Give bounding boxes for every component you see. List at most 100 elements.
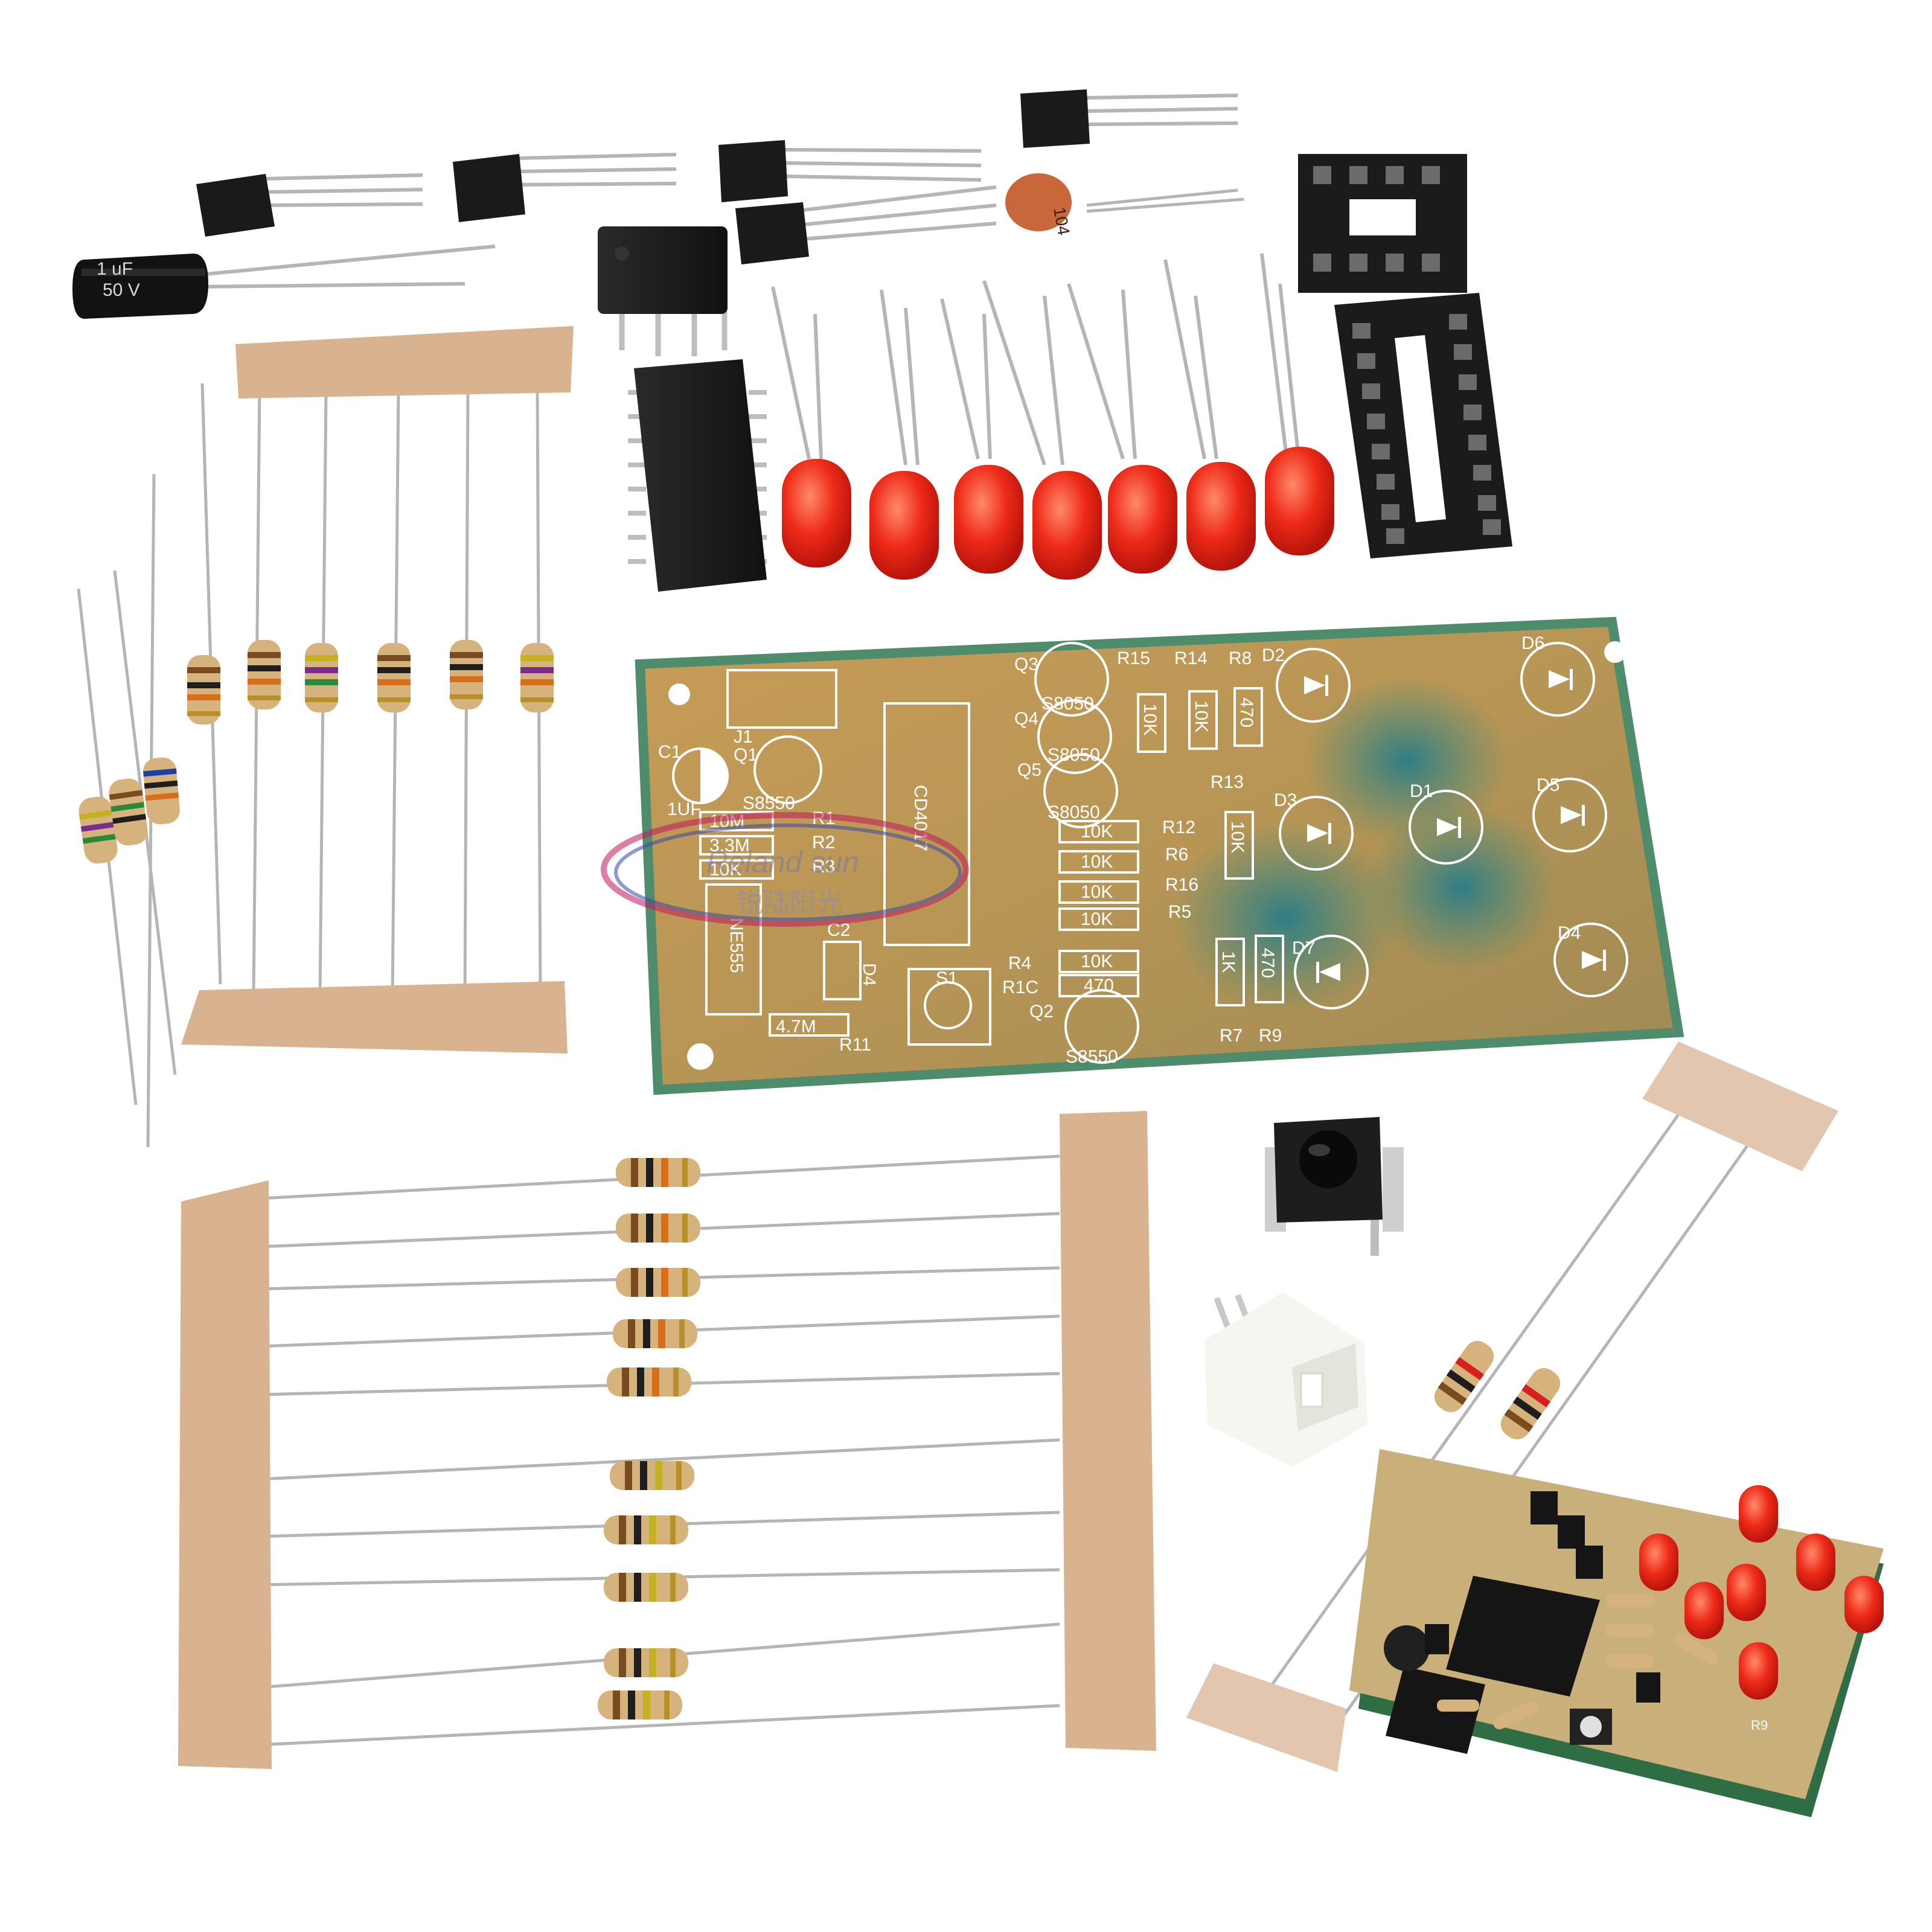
pcb-s1: S1 <box>936 968 958 988</box>
loose-resistors <box>77 473 180 1148</box>
pcb-470-c: 470 <box>1258 948 1278 978</box>
transistor-1 <box>196 173 423 237</box>
resistor-d2 <box>1500 1368 1561 1439</box>
led-2 <box>869 289 939 580</box>
resistor-strip-horizontal <box>178 1111 1156 1769</box>
ic-socket-16pin <box>1334 293 1512 558</box>
pcb-ne555: NE555 <box>726 918 746 973</box>
cd4017-chip <box>628 359 767 592</box>
pcb-1uf: 1UF <box>667 799 702 819</box>
pcb-10k-e: 10K <box>1081 882 1113 902</box>
resistor-h5 <box>607 1367 691 1396</box>
assembled-board: R9 <box>1349 1449 1884 1817</box>
pcb-10k-g: 10K <box>1081 952 1113 971</box>
resistor-h10 <box>598 1690 682 1719</box>
transistor-3 <box>718 140 982 202</box>
pcb-s8050c: S8050 <box>1048 802 1100 822</box>
resistor-h4 <box>613 1319 697 1348</box>
pcb-q1: Q1 <box>734 745 758 765</box>
resistor-v2 <box>248 640 281 709</box>
transistor-2 <box>453 153 677 222</box>
cap-value: 1 uF <box>97 259 133 279</box>
resistor-strip-vertical <box>181 326 574 1054</box>
ne555-chip <box>598 226 728 356</box>
pcb-r14: R14 <box>1174 648 1208 668</box>
pcb-10k-c: 10K <box>1081 822 1113 842</box>
pcb-10k-a: 10K <box>1140 703 1160 735</box>
pcb-s8050a: S8050 <box>1041 694 1094 714</box>
pcb-q4: Q4 <box>1014 709 1038 729</box>
resistor-l3 <box>143 757 180 825</box>
resistor-v1 <box>187 655 220 724</box>
pcb-47m: 4.7M <box>776 1017 816 1037</box>
pcb-q3: Q3 <box>1014 654 1038 674</box>
pcb-r16: R16 <box>1165 875 1198 895</box>
pcb-r4: R4 <box>1008 953 1031 973</box>
tactile-switch <box>1265 1117 1404 1256</box>
cap-rating: 50 V <box>103 280 140 300</box>
pcb-j1: J1 <box>734 727 753 747</box>
pcb-r12: R12 <box>1162 817 1195 837</box>
pcb-r8: R8 <box>1229 648 1252 668</box>
led-6 <box>1163 259 1256 571</box>
led-4 <box>982 280 1102 580</box>
resistor-h9 <box>604 1648 688 1677</box>
pcb-r11: R11 <box>839 1035 871 1055</box>
pcb-d1: D1 <box>1410 781 1433 801</box>
led-1 <box>771 286 851 568</box>
pcb-10k-b: 10K <box>1191 700 1211 732</box>
pcb-q5: Q5 <box>1017 760 1041 780</box>
pcb-r9: R9 <box>1259 1026 1282 1046</box>
pcb-10k-f: 10K <box>1081 909 1113 929</box>
pcb-s8050b: S8050 <box>1048 745 1100 765</box>
pcb-d6: D6 <box>1521 633 1544 653</box>
watermark-cjk: 锐陆阳光 <box>737 888 843 918</box>
resistor-h3 <box>616 1268 700 1297</box>
pcb-r3: R3 <box>812 857 835 877</box>
resistor-h7 <box>604 1515 688 1544</box>
resistor-v3 <box>305 643 338 712</box>
ic-socket-8pin <box>1298 154 1467 293</box>
resistor-h6 <box>610 1461 694 1490</box>
watermark-latin: Reland sun <box>706 845 859 879</box>
pcb-d3: D3 <box>1274 790 1297 810</box>
pcb-r13: R13 <box>1211 772 1244 792</box>
pcb-c1: C1 <box>658 742 681 762</box>
pcb-q2: Q2 <box>1029 1002 1054 1022</box>
electrolytic-capacitor: 1 uF 50 V <box>72 245 496 319</box>
resistor-h8 <box>604 1573 688 1602</box>
pcb-r7: R7 <box>1220 1026 1243 1046</box>
pcb-r15: R15 <box>1117 648 1150 668</box>
power-connector <box>1204 1292 1367 1467</box>
pcb-10k-d: 10K <box>1081 852 1113 872</box>
pcb-s8550b: S8550 <box>1066 1047 1118 1067</box>
pcb-d2: D2 <box>1262 645 1285 665</box>
ceramic-cap-code: 104 <box>1050 206 1073 237</box>
resistor-v6 <box>520 643 554 712</box>
resistor-l1 <box>78 796 118 864</box>
pcb-d7: D7 <box>1292 938 1315 958</box>
led-row <box>771 253 1334 580</box>
pcb-r5: R5 <box>1168 902 1191 922</box>
pcb-470-b: 470 <box>1084 976 1114 996</box>
pcb-d4: D4 <box>1558 923 1581 943</box>
pcb-r6: R6 <box>1165 845 1188 865</box>
led-5 <box>1067 283 1177 574</box>
pcb-board: Q3 R15 R14 R8 D2 D6 Q4 S8050 J1 C1 Q1 S8… <box>635 616 1684 1095</box>
pcb-r10: R1C <box>1002 977 1038 997</box>
resistor-h1 <box>616 1158 700 1187</box>
pcb-r2: R2 <box>812 833 835 852</box>
resistor-h2 <box>616 1214 700 1243</box>
pcb-s8550a: S8550 <box>743 793 795 813</box>
led-3 <box>940 298 1023 574</box>
pcb-10k-r3: 10K <box>709 860 741 880</box>
watermark: Reland sun 锐陆阳光 <box>601 812 969 927</box>
transistor-5 <box>1020 89 1238 148</box>
ceramic-capacitor: 104 <box>1005 173 1244 237</box>
resistor-d1 <box>1434 1341 1494 1412</box>
transistor-4 <box>735 185 997 264</box>
resistor-v5 <box>450 640 483 709</box>
pcb-d4-vert: D4 <box>859 963 879 986</box>
pcb-d5: D5 <box>1537 775 1559 795</box>
